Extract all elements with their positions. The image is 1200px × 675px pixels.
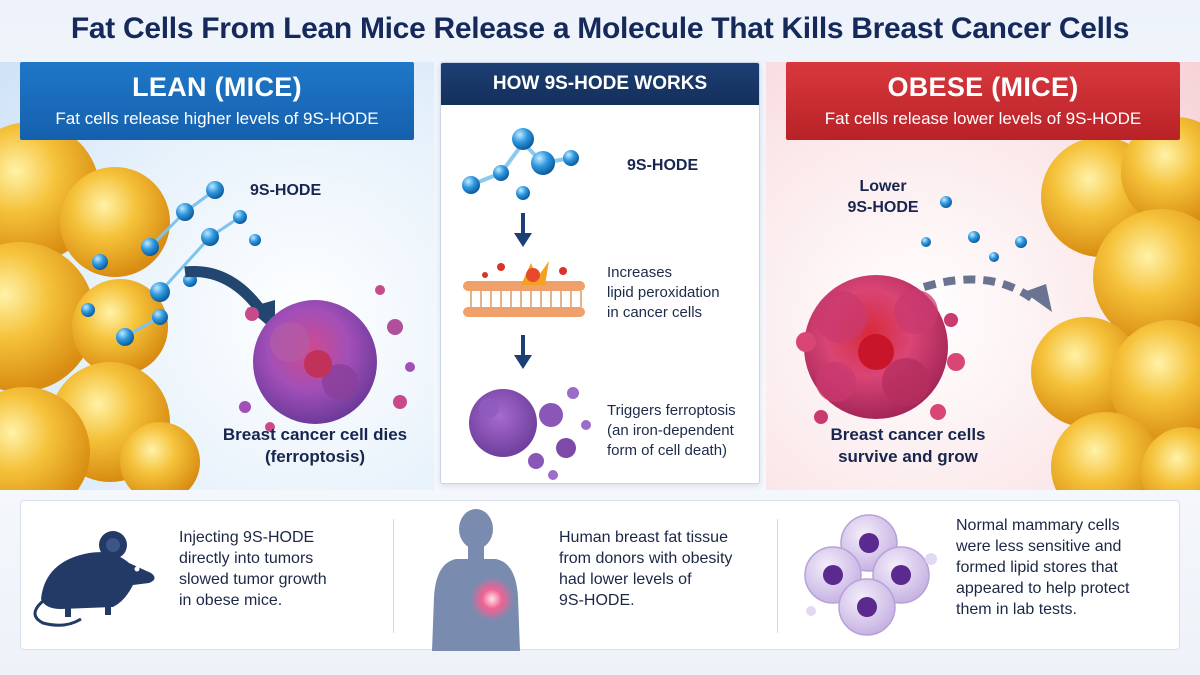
- how-molecule-icon: [462, 128, 579, 200]
- how-illustration: [462, 128, 591, 480]
- divider: [777, 519, 778, 633]
- membrane-icon: [463, 261, 585, 317]
- obese-dashed-arrow: [922, 275, 1037, 304]
- obese-growing-cancer-cell: [796, 275, 965, 424]
- lean-subtitle: Fat cells release higher levels of 9S-HO…: [55, 109, 379, 128]
- down-arrow-icon: [514, 213, 532, 247]
- lean-panel: LEAN (MICE) Fat cells release higher lev…: [0, 62, 434, 490]
- obese-arrow-head: [1024, 284, 1052, 312]
- mammary-cells-icon: [804, 514, 937, 636]
- lean-banner: LEAN (MICE) Fat cells release higher lev…: [20, 62, 414, 140]
- ferroptosis-cell-icon: [469, 387, 591, 480]
- lean-fat-cells: [0, 122, 200, 490]
- divider: [393, 519, 394, 633]
- how-molecule-label: 9S-HODE: [627, 157, 699, 174]
- lean-molecules: [81, 181, 261, 346]
- lean-title: LEAN (MICE): [132, 72, 302, 102]
- lean-arrow: [184, 266, 267, 316]
- mouse-icon: [33, 531, 155, 627]
- how-banner: HOW 9S-HODE WORKS: [441, 63, 759, 105]
- obese-illustration: [796, 117, 1200, 490]
- obese-subtitle: Fat cells release lower levels of 9S-HOD…: [824, 109, 1142, 128]
- lean-outcome-label: Breast cancer cell dies (ferroptosis): [222, 425, 408, 466]
- lean-dying-cancer-cell: [239, 285, 415, 432]
- human-silhouette-icon: [432, 509, 520, 651]
- obese-title: OBESE (MICE): [887, 72, 1079, 102]
- obese-banner: OBESE (MICE) Fat cells release lower lev…: [786, 62, 1180, 140]
- how-panel: HOW 9S-HODE WORKS: [440, 62, 760, 484]
- obese-molecules: [921, 196, 1027, 262]
- lean-illustration: [0, 122, 415, 490]
- obese-panel: OBESE (MICE) Fat cells release lower lev…: [766, 62, 1200, 490]
- lean-molecule-label: 9S-HODE: [250, 182, 322, 199]
- down-arrow-icon: [514, 335, 532, 369]
- obese-fat-cells: [1031, 117, 1200, 490]
- page-title: Fat Cells From Lean Mice Release a Molec…: [70, 12, 1130, 45]
